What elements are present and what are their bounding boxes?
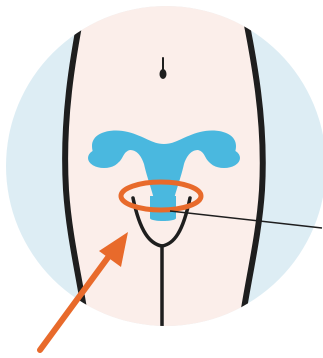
- body-torso: [65, 0, 263, 358]
